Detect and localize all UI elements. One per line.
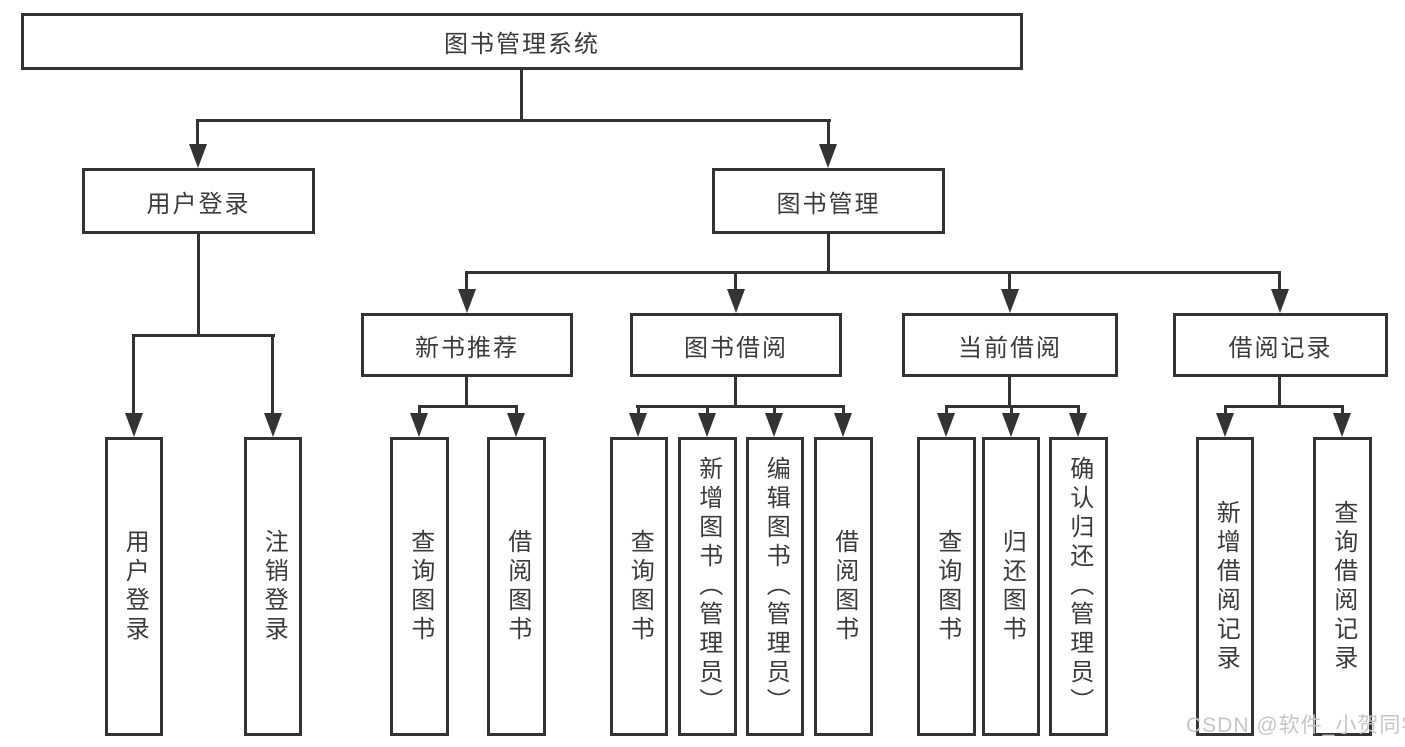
connector-current-borrow-vertical xyxy=(1008,377,1011,408)
connector-drop xyxy=(1010,405,1013,417)
arrowhead-user-login-icon xyxy=(189,144,207,168)
leaf-borrow-books: 借阅图书 xyxy=(814,437,873,736)
arrowhead-current-borrow-icon xyxy=(1001,289,1019,313)
leaf-query-borrow-record: 查询借阅记录 xyxy=(1313,437,1372,736)
arrowhead-icon xyxy=(698,413,716,437)
arrowhead-borrow-records-icon xyxy=(1271,289,1289,313)
leaf-recommend-borrow-books: 借阅图书 xyxy=(487,437,546,736)
leaf-user-login-label: 用户登录 xyxy=(121,528,149,645)
connector-root-vertical xyxy=(520,69,523,122)
connector-book-management-horizontal xyxy=(466,271,1281,274)
arrowhead-book-management-icon xyxy=(819,144,837,168)
leaf-logout: 注销登录 xyxy=(244,437,302,736)
arrowhead-icon xyxy=(410,413,428,437)
connector-drop xyxy=(842,405,845,417)
leaf-recommend-query-books-label: 查询图书 xyxy=(406,528,434,645)
connector-book-management-vertical xyxy=(827,234,830,274)
node-borrow-records: 借阅记录 xyxy=(1173,313,1388,377)
leaf-user-login: 用户登录 xyxy=(105,437,163,736)
node-book-management: 图书管理 xyxy=(712,168,945,234)
leaf-edit-book-admin: 编辑图书（管理员） xyxy=(746,437,804,736)
connector-user-login-vertical xyxy=(197,234,200,337)
node-root: 图书管理系统 xyxy=(21,13,1023,70)
connector-drop xyxy=(1077,405,1080,417)
connector-borrow-records-horizontal xyxy=(1224,405,1343,408)
connector-drop xyxy=(515,405,518,417)
connector-drop xyxy=(1341,405,1344,417)
connector-borrow-records-vertical xyxy=(1278,377,1281,408)
arrowhead-leaf-login-icon xyxy=(125,413,143,437)
node-book-borrow: 图书借阅 xyxy=(630,313,842,377)
connector-user-login-horizontal xyxy=(133,334,275,337)
connector-new-book-horizontal xyxy=(418,405,518,408)
arrowhead-icon xyxy=(507,413,525,437)
leaf-edit-book-admin-label: 编辑图书（管理员） xyxy=(762,456,790,717)
connector-drop xyxy=(773,405,776,417)
arrowhead-icon xyxy=(1216,413,1234,437)
arrowhead-leaf-logout-icon xyxy=(264,413,282,437)
leaf-add-book-admin-label: 新增图书（管理员） xyxy=(694,456,722,717)
leaf-return-books: 归还图书 xyxy=(982,437,1040,736)
watermark: CSDN @软件_小贺同学 xyxy=(1186,714,1405,737)
node-new-book-recommend: 新书推荐 xyxy=(361,313,573,377)
leaf-add-borrow-record-label: 新增借阅记录 xyxy=(1212,499,1240,674)
arrowhead-icon xyxy=(1002,413,1020,437)
leaf-borrow-query-books: 查询图书 xyxy=(610,437,668,736)
arrowhead-icon xyxy=(937,413,955,437)
connector-drop-book-borrow xyxy=(734,271,737,291)
arrowhead-book-borrow-icon xyxy=(727,289,745,313)
connector-drop-leaf-login xyxy=(132,334,135,416)
connector-drop xyxy=(637,405,640,417)
connector-drop xyxy=(418,405,421,417)
connector-drop-borrow-records xyxy=(1278,271,1281,291)
leaf-current-query-books: 查询图书 xyxy=(917,437,976,736)
arrowhead-icon xyxy=(834,413,852,437)
arrowhead-icon xyxy=(1069,413,1087,437)
leaf-add-book-admin: 新增图书（管理员） xyxy=(678,437,737,736)
leaf-confirm-return-admin-label: 确认归还（管理员） xyxy=(1065,456,1093,717)
connector-new-book-vertical xyxy=(465,377,468,408)
connector-drop-new-book xyxy=(465,271,468,291)
arrowhead-icon xyxy=(629,413,647,437)
connector-drop-current-borrow xyxy=(1008,271,1011,291)
leaf-return-books-label: 归还图书 xyxy=(998,528,1026,645)
leaf-borrow-books-label: 借阅图书 xyxy=(830,528,858,645)
connector-drop xyxy=(945,405,948,417)
connector-drop xyxy=(1224,405,1227,417)
leaf-recommend-query-books: 查询图书 xyxy=(390,437,449,736)
connector-book-borrow-vertical xyxy=(734,377,737,408)
arrowhead-icon xyxy=(765,413,783,437)
leaf-recommend-borrow-books-label: 借阅图书 xyxy=(503,528,531,645)
node-user-login: 用户登录 xyxy=(82,168,315,234)
leaf-borrow-query-books-label: 查询图书 xyxy=(626,528,654,645)
leaf-add-borrow-record: 新增借阅记录 xyxy=(1196,437,1254,736)
leaf-query-borrow-record-label: 查询借阅记录 xyxy=(1329,499,1357,674)
arrowhead-new-book-icon xyxy=(458,289,476,313)
node-current-borrow: 当前借阅 xyxy=(902,313,1118,377)
connector-drop-book-management xyxy=(827,119,830,149)
leaf-logout-label: 注销登录 xyxy=(260,528,288,645)
arrowhead-icon xyxy=(1333,413,1351,437)
leaf-confirm-return-admin: 确认归还（管理员） xyxy=(1049,437,1108,736)
connector-drop-user-login xyxy=(196,119,199,149)
connector-book-borrow-horizontal xyxy=(636,405,843,408)
connector-root-horizontal xyxy=(197,119,831,122)
leaf-current-query-books-label: 查询图书 xyxy=(933,528,961,645)
connector-drop xyxy=(706,405,709,417)
connector-drop-leaf-logout xyxy=(271,334,274,416)
